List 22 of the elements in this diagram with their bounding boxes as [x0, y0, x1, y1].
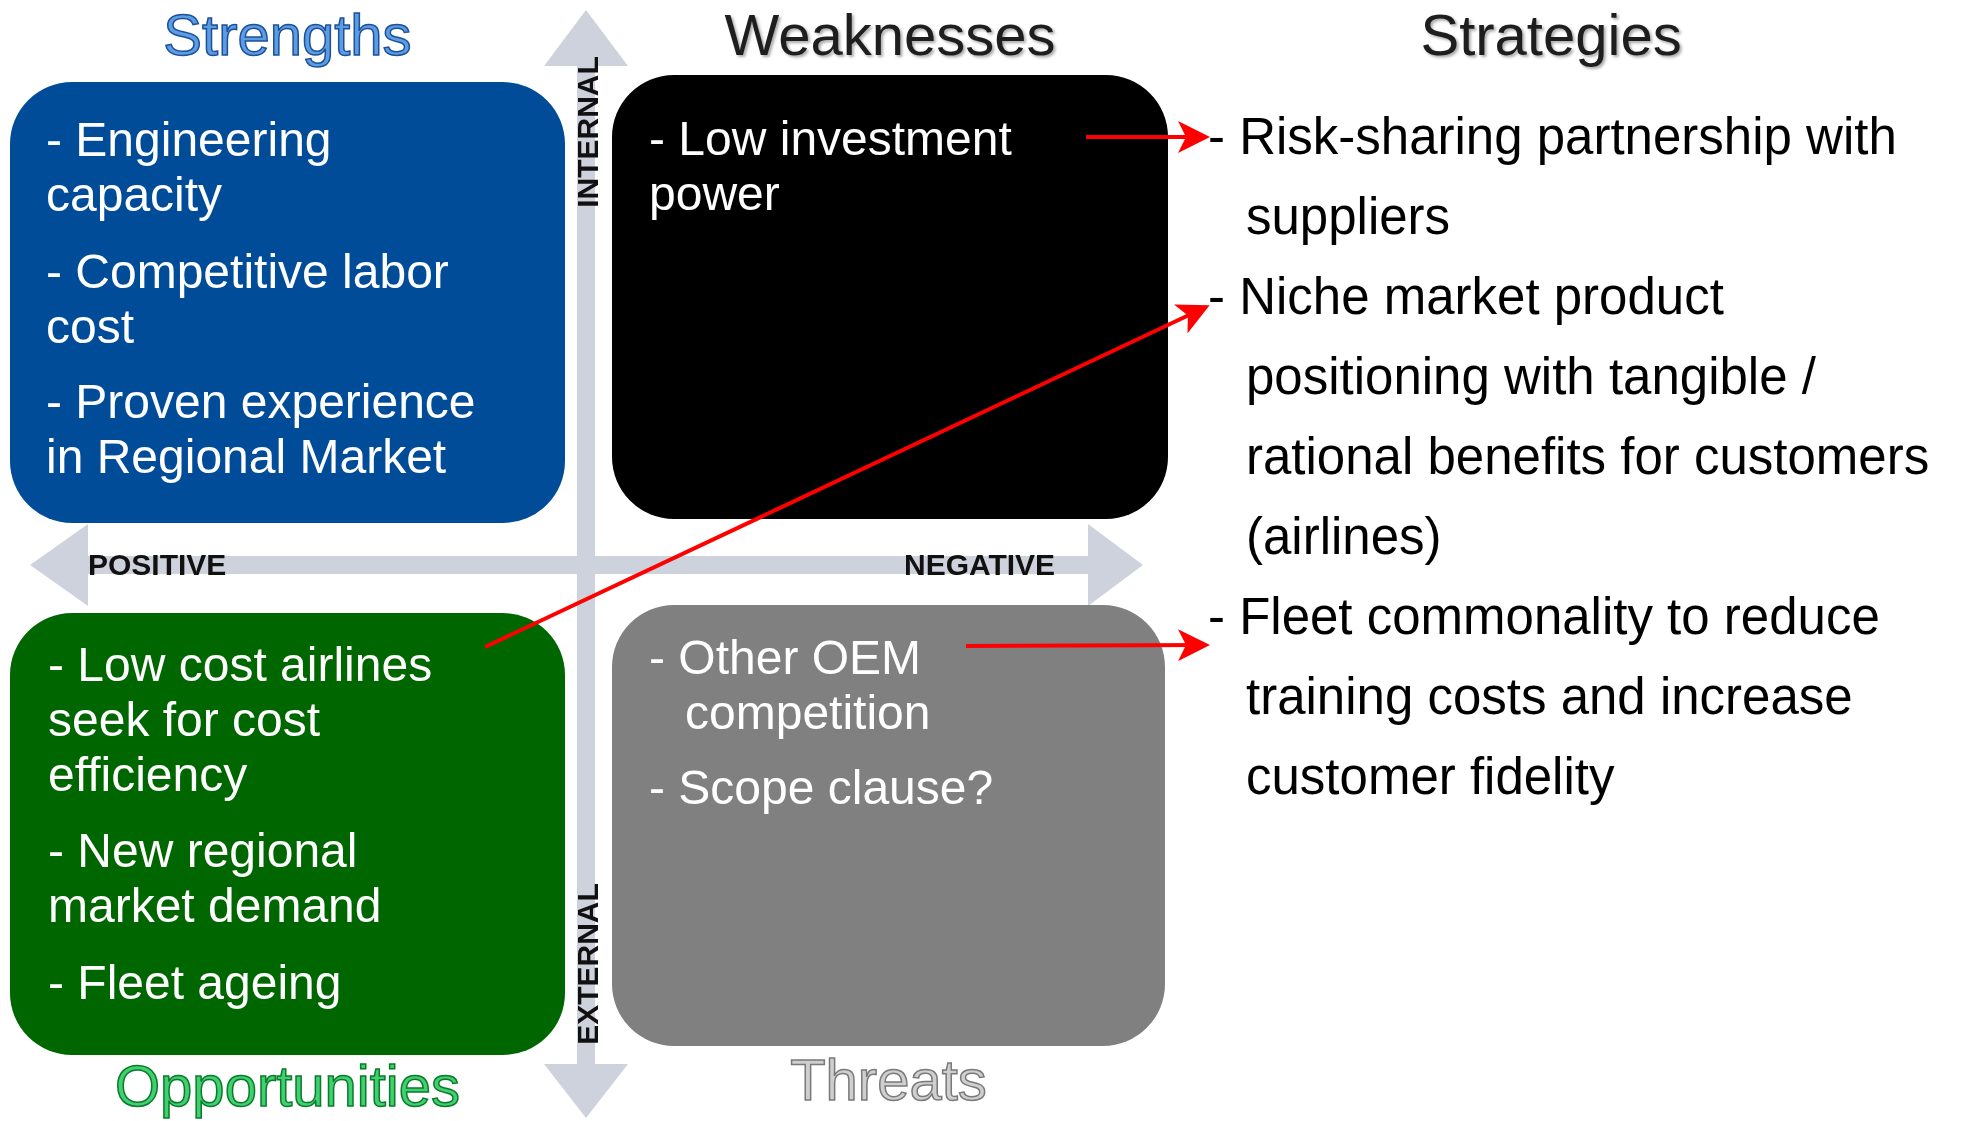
axis-label: NEGATIVE [904, 547, 1056, 583]
bullet-text: - Fleet ageing [48, 955, 342, 1010]
bullet-text: - Competitive labor cost [46, 244, 491, 354]
axis-label: EXTERNAL [569, 883, 605, 1045]
arrow [484, 304, 1210, 649]
quadrant-heading: Opportunities [114, 1053, 461, 1119]
bullet-text: - Low investment power [649, 111, 1089, 221]
strategy-item: - Fleet commonality to reduce training costs and increase customer fidelity [1208, 577, 1966, 817]
bullet-text: - Low cost airlines seek for cost efficiency [48, 637, 488, 802]
axis-label: POSITIVE [88, 547, 227, 583]
arrow [1086, 121, 1210, 153]
bullet-text: - Other OEM competition [649, 630, 969, 740]
bullet-text: - Scope clause? [649, 760, 994, 815]
column-heading: Strategies [1420, 2, 1682, 68]
strategy-item: - Risk-sharing partnership with suppliers [1208, 97, 1966, 257]
strategy-item: - Niche market product positioning with tangible / rational benefits for customers (airlines) [1208, 257, 1966, 577]
bullet-text: - Engineering capacity [46, 112, 491, 222]
bullet-text: - New regional market demand [48, 823, 488, 933]
arrow [966, 629, 1210, 662]
quadrant-heading: Threats [789, 1047, 988, 1113]
bullet-text: - Proven experience in Regional Market [46, 374, 491, 484]
axis-label: INTERNAL [569, 56, 605, 208]
